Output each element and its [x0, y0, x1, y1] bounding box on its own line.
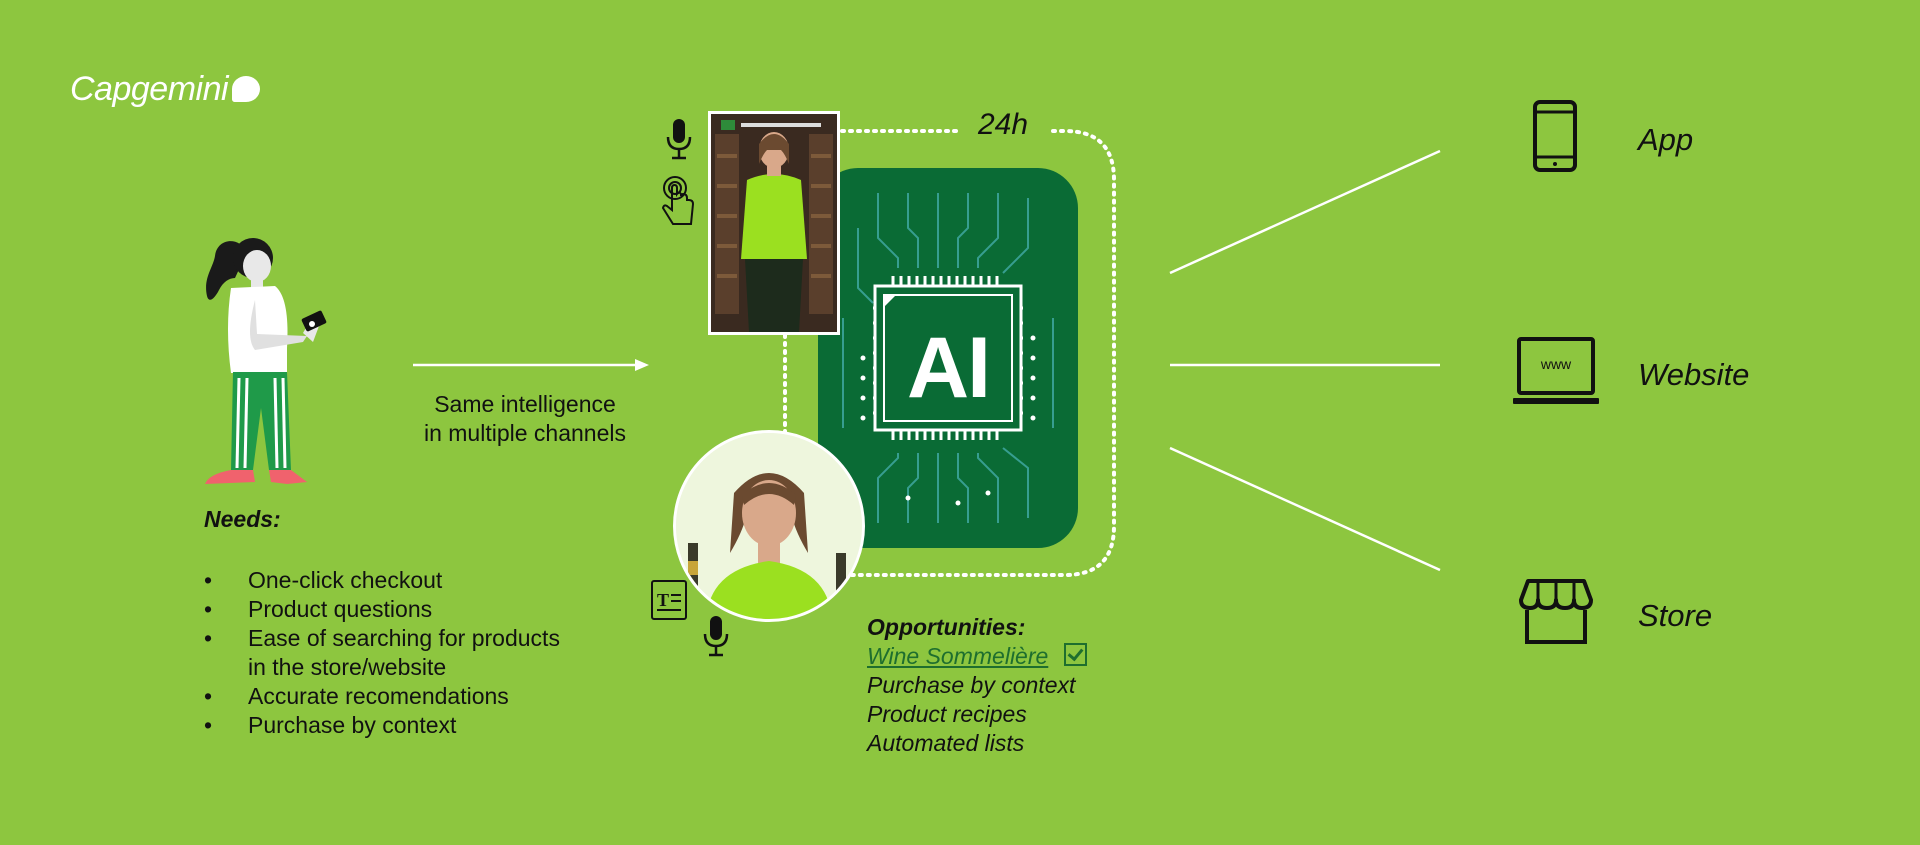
needs-item: Purchase by context: [204, 711, 564, 740]
needs-item: Accurate recomendations: [204, 682, 564, 711]
channel-label-store: Store: [1638, 598, 1713, 633]
avatar-portrait: [673, 430, 865, 622]
ai-chip-label: AI: [907, 320, 991, 416]
channel-label-app: App: [1638, 122, 1694, 157]
store-icon: [1519, 579, 1593, 644]
flow-label-line-2: in multiple channels: [423, 420, 626, 446]
flow-arrow: [413, 359, 649, 371]
needs-item: Ease of searching for products in the st…: [204, 624, 564, 682]
laptop-www-text: www: [1540, 356, 1572, 372]
flow-label-line-1: Same intelligence: [434, 391, 616, 417]
availability-label: 24h: [978, 108, 1029, 141]
checkbox-checked-icon: [1064, 643, 1088, 666]
needs-item: Product questions: [204, 595, 564, 624]
logo-text: Capgemini: [70, 70, 229, 108]
svg-text:T: T: [657, 590, 669, 610]
opportunity-item: Automated lists: [867, 730, 1025, 756]
needs-title: Needs:: [204, 506, 281, 532]
avatar-kiosk-photo: [708, 111, 840, 335]
flow-arrow-label: Same intelligence in multiple channels: [405, 390, 645, 448]
ai-chip-board: [818, 168, 1078, 548]
shopper-illustration: [205, 238, 327, 484]
microphone-icon: [666, 119, 692, 160]
opportunity-item: Purchase by context: [867, 672, 1076, 698]
opportunities-title: Opportunities:: [867, 614, 1026, 640]
touch-icon: [661, 176, 695, 225]
laptop-icon: [1513, 337, 1599, 404]
channel-label-website: Website: [1638, 357, 1750, 392]
phone-icon: [1533, 100, 1577, 172]
logo-mark-icon: [232, 76, 261, 102]
needs-item: One-click checkout: [204, 566, 564, 595]
capgemini-logo: Capgemini: [70, 70, 261, 109]
opportunity-item: Product recipes: [867, 701, 1027, 727]
document-icon: T: [651, 580, 687, 620]
opportunities-list: Wine Sommelière Purchase by context Prod…: [867, 642, 1088, 758]
opportunity-link[interactable]: Wine Sommelière: [867, 643, 1049, 669]
opportunity-item-wine-sommeliere[interactable]: Wine Sommelière: [867, 642, 1088, 671]
channel-connectors: [1169, 149, 1441, 572]
availability-frame: [783, 129, 1116, 577]
needs-list: One-click checkout Product questions Eas…: [204, 566, 564, 740]
microphone-icon: [703, 616, 729, 657]
